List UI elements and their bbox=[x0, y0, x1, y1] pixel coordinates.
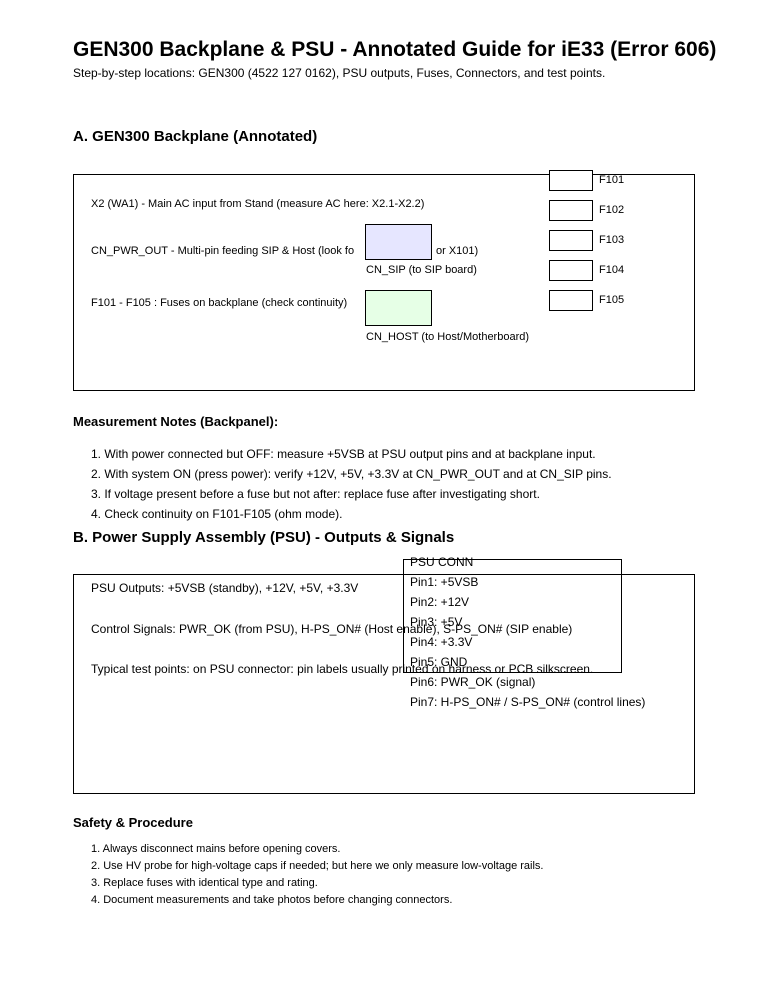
fuse-f103 bbox=[549, 230, 593, 251]
fuse-f104 bbox=[549, 260, 593, 281]
cn-pwr-out-label: CN_PWR_OUT - Multi-pin feeding SIP & Hos… bbox=[91, 245, 355, 257]
page-subtitle: Step-by-step locations: GEN300 (4522 127… bbox=[73, 66, 606, 80]
measurement-note: 3. If voltage present before a fuse but … bbox=[91, 487, 540, 501]
cn-sip-label: CN_SIP (to SIP board) bbox=[366, 264, 477, 276]
psu-pin: Pin1: +5VSB bbox=[410, 575, 479, 589]
fuse-f102-label: F102 bbox=[599, 204, 625, 216]
psu-conn-title: PSU CONN bbox=[410, 555, 474, 569]
x2-label: X2 (WA1) - Main AC input from Stand (mea… bbox=[91, 198, 425, 210]
psu-pin: Pin3: +5V bbox=[410, 615, 463, 629]
psu-outputs-label: PSU Outputs: +5VSB (standby), +12V, +5V,… bbox=[91, 581, 359, 595]
measurement-note: 4. Check continuity on F101-F105 (ohm mo… bbox=[91, 507, 343, 521]
psu-pin: Pin4: +3.3V bbox=[410, 635, 473, 649]
measurement-notes-heading: Measurement Notes (Backpanel): bbox=[73, 414, 279, 429]
psu-pin: Pin6: PWR_OK (signal) bbox=[410, 675, 536, 689]
measurement-note: 2. With system ON (press power): verify … bbox=[91, 467, 612, 481]
cn-host-label: CN_HOST (to Host/Motherboard) bbox=[366, 331, 530, 343]
fuse-f105 bbox=[549, 290, 593, 311]
fuse-f105-label: F105 bbox=[599, 294, 625, 306]
fuses-label: F101 - F105 : Fuses on backplane (check … bbox=[91, 297, 348, 309]
page-title: GEN300 Backplane & PSU - Annotated Guide… bbox=[73, 38, 717, 61]
cn-sip-connector bbox=[365, 224, 432, 260]
fuse-f101 bbox=[549, 170, 593, 191]
psu-pin: Pin2: +12V bbox=[410, 595, 470, 609]
fuse-f101-label: F101 bbox=[599, 174, 625, 186]
backplane-diagram bbox=[73, 174, 695, 391]
fuse-f102 bbox=[549, 200, 593, 221]
psu-connector bbox=[403, 559, 622, 673]
safety-heading: Safety & Procedure bbox=[73, 815, 193, 830]
cn-pwr-out-label-tail: or X101) bbox=[436, 245, 479, 257]
fuse-f104-label: F104 bbox=[599, 264, 625, 276]
safety-item: 2. Use HV probe for high-voltage caps if… bbox=[91, 860, 544, 872]
psu-pin: Pin5: GND bbox=[410, 655, 468, 669]
cn-host-connector bbox=[365, 290, 432, 326]
safety-item: 1. Always disconnect mains before openin… bbox=[91, 843, 341, 855]
fuse-f103-label: F103 bbox=[599, 234, 625, 246]
psu-pin: Pin7: H-PS_ON# / S-PS_ON# (control lines… bbox=[410, 695, 646, 709]
psu-diagram bbox=[73, 574, 695, 794]
section-b-heading: B. Power Supply Assembly (PSU) - Outputs… bbox=[73, 529, 455, 546]
control-signals-label: Control Signals: PWR_OK (from PSU), H-PS… bbox=[91, 622, 573, 636]
safety-item: 4. Document measurements and take photos… bbox=[91, 894, 453, 906]
measurement-note: 1. With power connected but OFF: measure… bbox=[91, 447, 596, 461]
safety-item: 3. Replace fuses with identical type and… bbox=[91, 877, 318, 889]
section-a-heading: A. GEN300 Backplane (Annotated) bbox=[73, 128, 318, 145]
